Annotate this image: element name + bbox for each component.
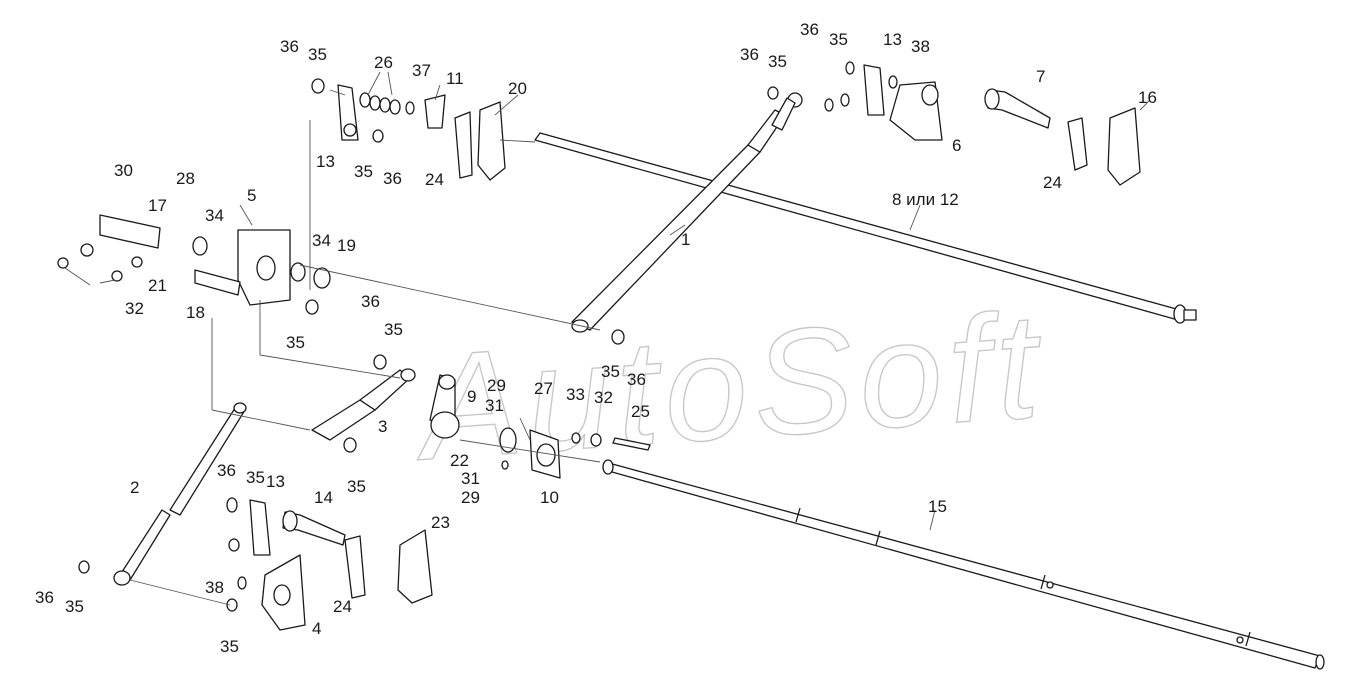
callout-35: 35 (601, 362, 620, 381)
callout-20: 20 (508, 79, 527, 98)
shaft-8-12 (534, 132, 1197, 324)
small-fasteners (57, 243, 651, 470)
callout-35: 35 (347, 477, 366, 496)
callout-7: 7 (1036, 67, 1045, 86)
callout-18: 18 (186, 303, 205, 322)
bracket-6-top-right (767, 61, 1141, 186)
callout-34: 34 (312, 231, 331, 250)
callout-23: 23 (431, 513, 450, 532)
callout-35: 35 (246, 468, 265, 487)
callout-36: 36 (361, 292, 380, 311)
callout-36: 36 (800, 20, 819, 39)
callout-13: 13 (266, 472, 285, 491)
callout-35: 35 (829, 30, 848, 49)
callout-11: 11 (446, 69, 464, 88)
callout-35: 35 (354, 162, 373, 181)
callout-29: 29 (487, 376, 506, 395)
callout-36: 36 (217, 461, 236, 480)
callout-36: 36 (383, 169, 402, 188)
lever-13-top-left (311, 78, 506, 181)
callout-30: 30 (114, 161, 133, 180)
callout-9: 9 (467, 387, 476, 406)
callout-32: 32 (594, 388, 613, 407)
callout-5: 5 (247, 186, 256, 205)
callout-24: 24 (1043, 173, 1062, 192)
callout-26: 26 (374, 53, 393, 72)
callout-4: 4 (312, 619, 321, 638)
callout-17: 17 (148, 196, 167, 215)
shaft-15 (602, 459, 1325, 670)
callout-19: 19 (337, 236, 356, 255)
callout-13: 13 (316, 152, 335, 171)
callout-2: 2 (130, 478, 139, 497)
callout-36: 36 (740, 45, 759, 64)
callout-31: 31 (461, 469, 480, 488)
callout-21: 21 (148, 276, 167, 295)
callout-36: 36 (627, 370, 646, 389)
callout-28: 28 (176, 169, 195, 188)
callout-35: 35 (308, 45, 327, 64)
callout-38: 38 (911, 37, 930, 56)
callout-36: 36 (35, 588, 54, 607)
callout-35: 35 (220, 637, 239, 656)
callout-13: 13 (883, 30, 902, 49)
callout-8-or-12: 8 или 12 (892, 190, 959, 209)
callout-labels: 36 35 26 37 11 20 13 35 36 24 30 28 17 3… (35, 20, 1157, 656)
rod-2 (113, 402, 247, 586)
callout-34: 34 (205, 206, 224, 225)
callout-24: 24 (333, 597, 352, 616)
callout-22: 22 (450, 451, 469, 470)
callout-35: 35 (286, 333, 305, 352)
callout-15: 15 (928, 497, 947, 516)
callout-29: 29 (461, 488, 480, 507)
callout-31: 31 (485, 396, 504, 415)
callout-16: 16 (1138, 88, 1157, 107)
lever-9 (429, 374, 460, 439)
callout-33: 33 (566, 385, 585, 404)
rod-3 (311, 368, 416, 441)
callout-1: 1 (681, 230, 690, 249)
callout-10: 10 (540, 488, 559, 507)
callout-32: 32 (125, 299, 144, 318)
bracket-4-bottom-left (78, 497, 433, 631)
bracket-5 (99, 214, 331, 306)
callout-37: 37 (412, 61, 431, 80)
callout-3: 3 (378, 417, 387, 436)
callout-6: 6 (952, 136, 961, 155)
rod-1 (571, 92, 803, 333)
callout-35: 35 (384, 320, 403, 339)
callout-27: 27 (534, 379, 553, 398)
bracket-10 (499, 427, 561, 479)
callout-25: 25 (631, 402, 650, 421)
callout-36: 36 (280, 37, 299, 56)
callout-24: 24 (425, 170, 444, 189)
callout-35: 35 (768, 52, 787, 71)
leader-lines (64, 71, 1151, 606)
callout-14: 14 (314, 488, 333, 507)
callout-35: 35 (65, 597, 84, 616)
callout-38: 38 (205, 578, 224, 597)
